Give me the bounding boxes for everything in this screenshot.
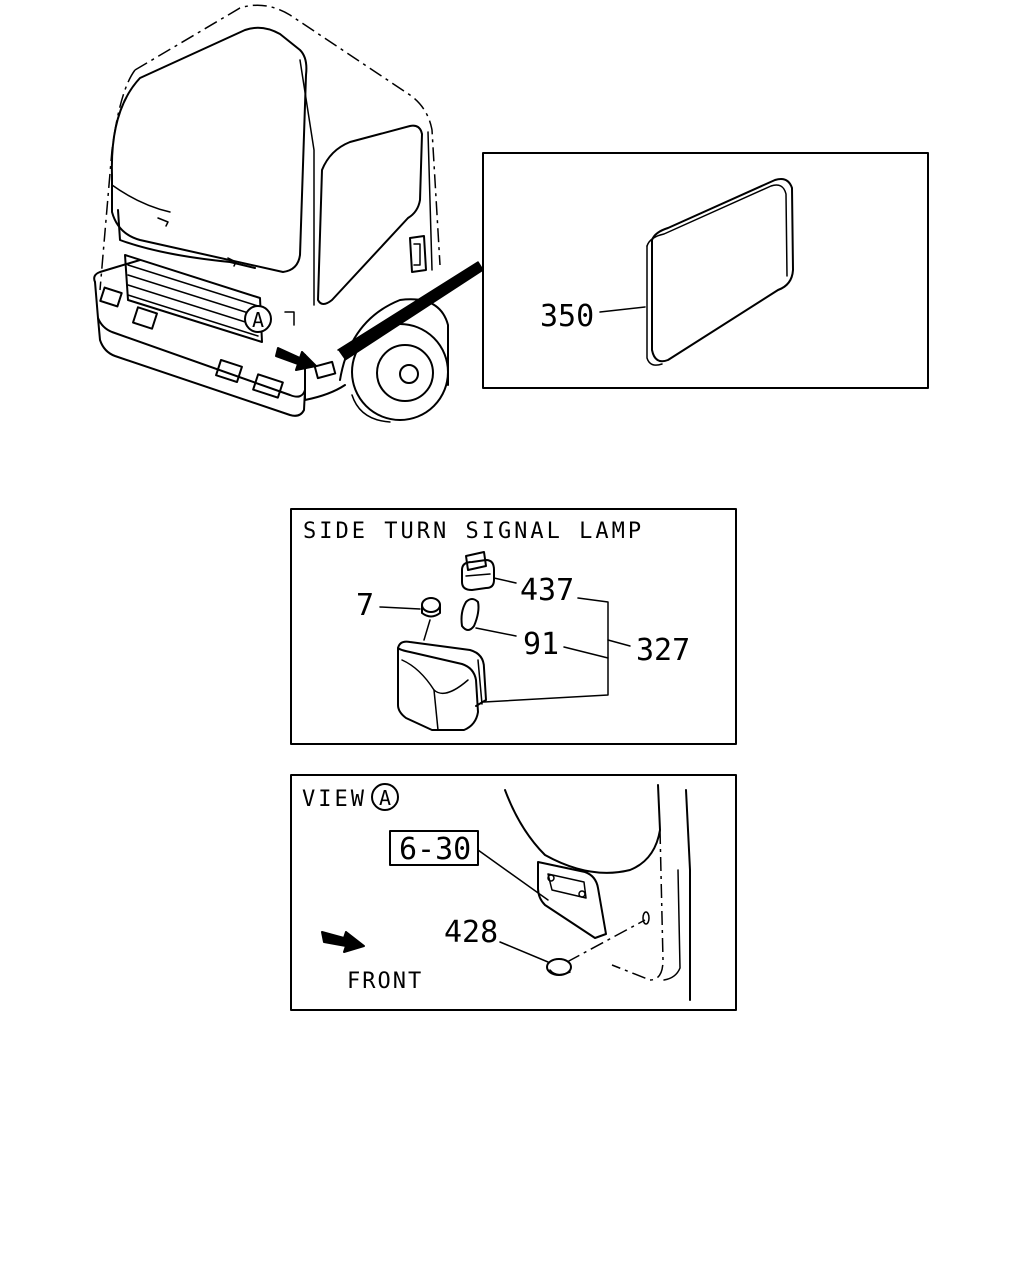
direction-arrow-icon [275,347,317,371]
side-lamp-location [313,360,337,380]
truck-cab-illustration [93,4,449,423]
lens-detail-box: 350 [482,152,929,389]
part-number-7: 7 [356,588,374,623]
side-turn-signal-lamp-panel: SIDE TURN SIGNAL LAMP 437 91 7 327 [290,508,737,745]
detail-leader [337,261,484,361]
front-arrow-icon [321,931,365,953]
front-label: FRONT [347,969,423,994]
panel-title: SIDE TURN SIGNAL LAMP [303,519,644,544]
part-number-350: 350 [540,299,594,334]
reference-6-30: 6-30 [399,832,471,867]
view-a-marker-letter: A [252,308,264,332]
view-a-panel: VIEW A 428 6-30 FRONT [290,774,737,1011]
part-number-428: 428 [444,915,498,950]
view-a-title-marker: A [379,786,391,810]
part-number-327: 327 [636,633,690,668]
part-number-91: 91 [523,627,559,662]
view-a-marker: A [244,305,272,333]
part-number-437: 437 [520,573,574,608]
view-a-title: VIEW [302,787,367,812]
